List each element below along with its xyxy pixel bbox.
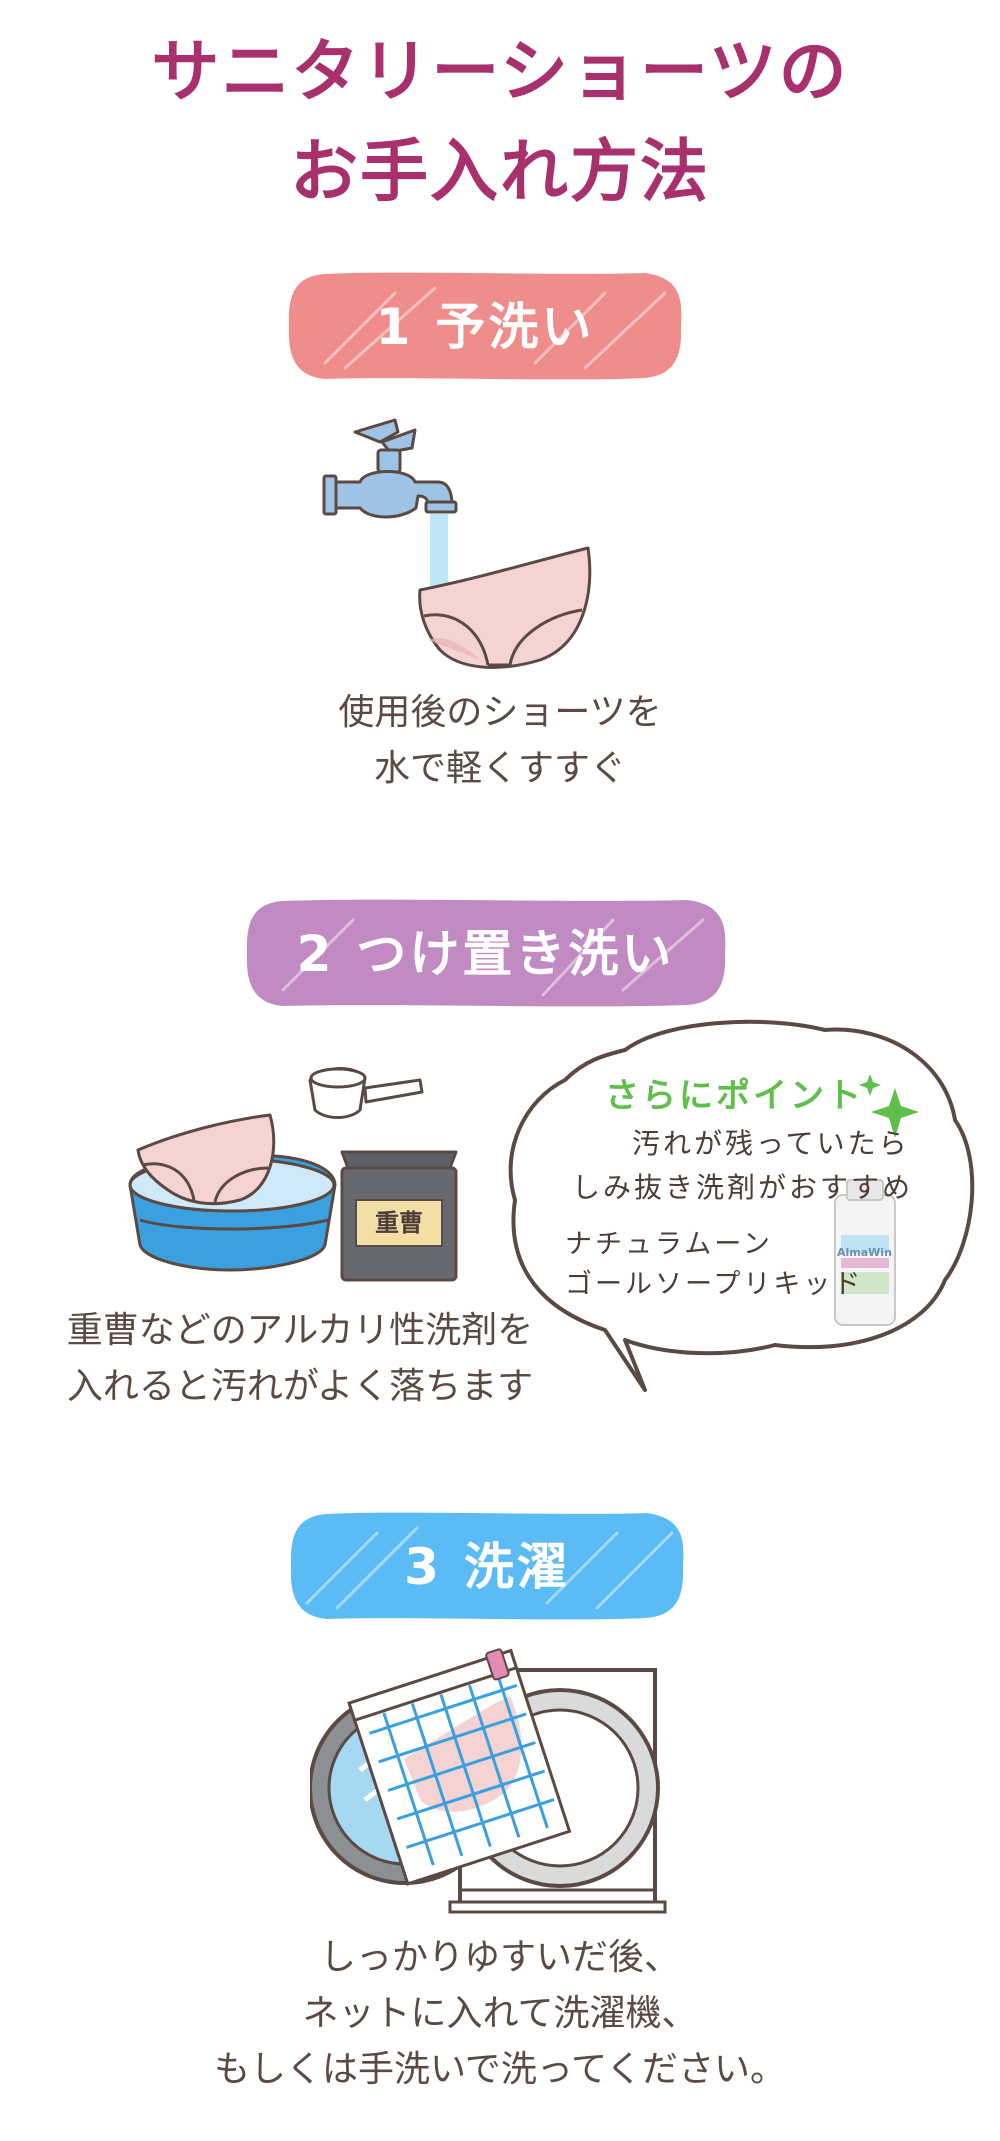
step-number: 2 <box>296 925 335 983</box>
caption-line: ネットに入れて洗濯機、 <box>302 1993 698 2034</box>
soak-illustration <box>128 1067 458 1282</box>
laundry-net-icon <box>347 1648 572 1886</box>
baking-soda-box-icon <box>340 1150 458 1282</box>
step-3-title: 3 洗濯 <box>287 1512 687 1622</box>
washing-machine-illustration <box>310 1648 667 1914</box>
shorts-icon <box>136 1113 276 1206</box>
baking-soda-label: 重曹 <box>375 1209 423 1237</box>
point-line-1: 汚れが残っていたら <box>632 1127 910 1160</box>
page-title-line-2: お手入れ方法 <box>289 133 710 212</box>
point-heading: さらにポイント <box>605 1076 864 1116</box>
measuring-scoop-icon <box>308 1067 424 1119</box>
detergent-bottle-icon <box>834 1179 896 1326</box>
bottle-brand-label: AlmaWin <box>837 1246 892 1259</box>
step-3-badge <box>290 1512 684 1620</box>
caption-line: 入れると汚れがよく落ちます <box>66 1366 534 1407</box>
sparkle-icon <box>859 1074 919 1138</box>
shorts-icon <box>418 546 592 669</box>
step-1-title: 1 予洗い <box>285 272 685 382</box>
caption-line: 使用後のショーツを <box>338 692 662 733</box>
step-1-badge <box>288 272 682 380</box>
faucet-icon <box>322 418 458 519</box>
point-speech-bubble <box>508 1019 975 1392</box>
water-stream <box>430 514 448 594</box>
caption-line: しっかりゆすいだ後、 <box>319 1937 680 1978</box>
faucet-rinse-illustration <box>322 418 592 669</box>
step-2-title: 2 つけ置き洗い <box>243 899 728 1009</box>
step-name: 予洗い <box>435 298 595 356</box>
step-3-caption: しっかりゆすいだ後、 ネットに入れて洗濯機、 もしくは手洗いで洗ってください。 <box>100 1930 900 2098</box>
step-number: 3 <box>404 1538 442 1596</box>
caption-line: もしくは手洗いで洗ってください。 <box>213 2049 787 2090</box>
step-name: 洗濯 <box>463 1538 570 1596</box>
caption-line: 水で軽くすすぐ <box>373 748 626 789</box>
step-1-caption: 使用後のショーツを 水で軽くすすぐ <box>200 685 800 797</box>
step-name: つけ置き洗い <box>356 925 675 983</box>
caption-line: 重曹などのアルカリ性洗剤を <box>66 1310 534 1351</box>
step-number: 1 <box>375 298 414 356</box>
product-name-line-1: ナチュラムーン <box>565 1229 773 1260</box>
product-name-line-2: ゴールソープリキッド <box>565 1269 864 1300</box>
point-line-2: しみ抜き洗剤がおすすめ <box>572 1171 914 1204</box>
step-2-caption: 重曹などのアルカリ性洗剤を 入れると汚れがよく落ちます <box>40 1303 560 1415</box>
step-2-badge <box>246 899 726 1007</box>
page-title-line-1: サニタリーショーツの <box>151 33 849 112</box>
